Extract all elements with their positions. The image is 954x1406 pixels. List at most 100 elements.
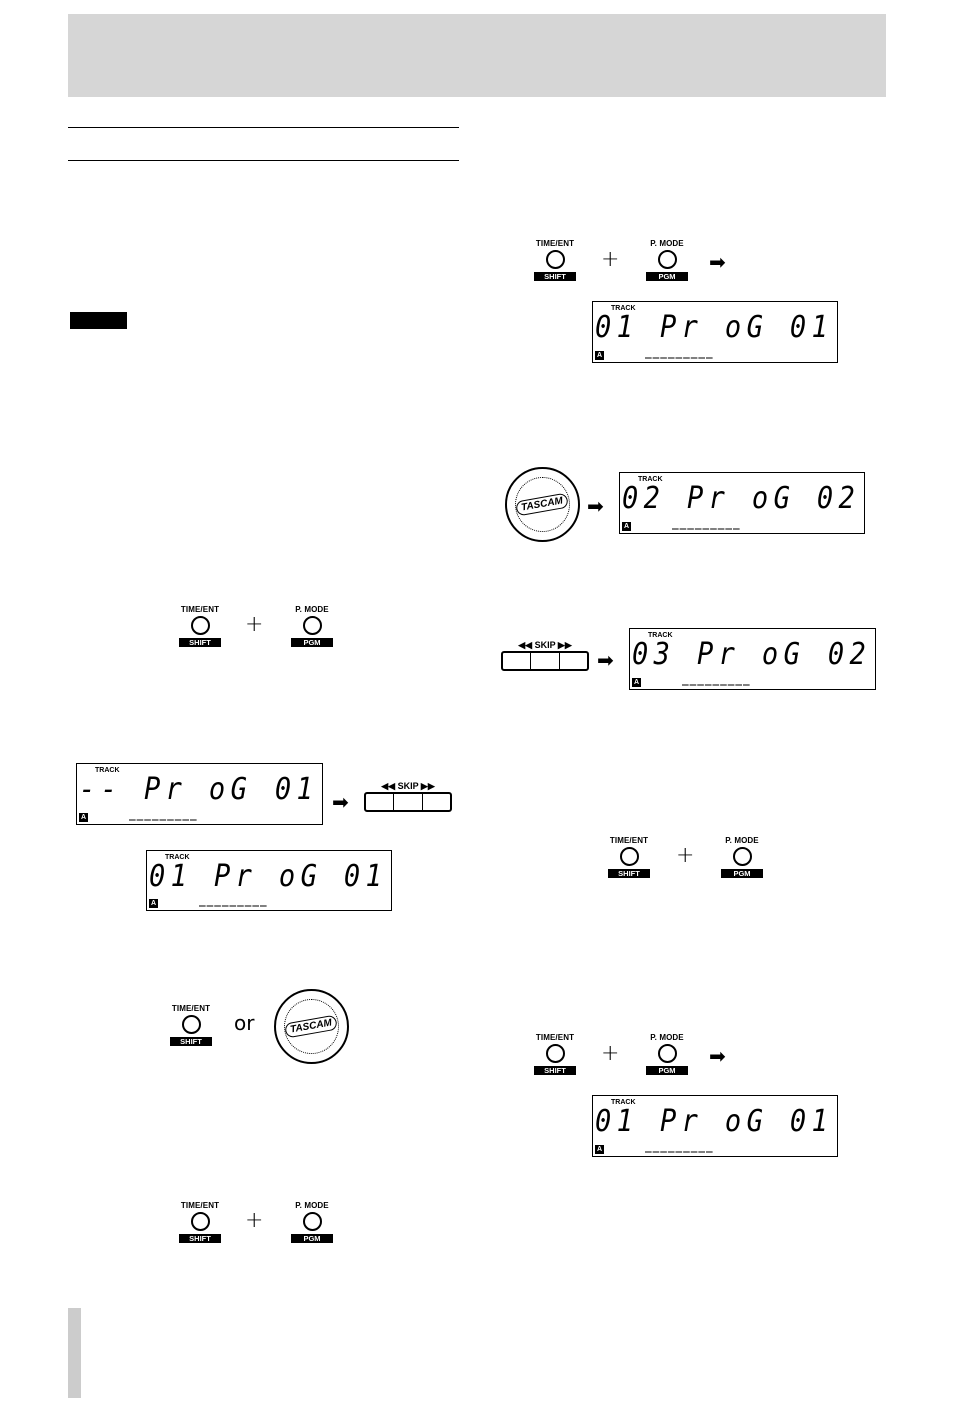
time-ent-key[interactable]: TIME/ENT SHIFT [531, 1033, 579, 1075]
header-band [68, 14, 886, 97]
pmode-key[interactable]: P. MODE PGM [643, 1033, 691, 1075]
time-ent-button[interactable] [190, 616, 210, 635]
shift-tag: SHIFT [179, 638, 221, 647]
lcd-bars: _________ [682, 673, 751, 686]
jog-wheel-ring: TASCAM [283, 998, 340, 1055]
pmode-button[interactable] [732, 847, 752, 866]
lcd-number: 01 [789, 310, 833, 345]
arrow-icon: ➡ [332, 790, 349, 814]
section-rule-top [68, 127, 459, 128]
lcd-a-indicator: A [632, 678, 641, 687]
lcd-number: 02 [827, 637, 871, 672]
or-word: or [234, 1011, 255, 1035]
time-ent-label: TIME/ENT [180, 605, 220, 614]
skip-buttons[interactable] [501, 651, 589, 671]
tascam-logo: TASCAM [515, 492, 570, 517]
lcd-track-label: TRACK [611, 1099, 636, 1106]
lcd-main-text: 01 Pr oG [595, 1104, 769, 1139]
plus-sign: + [601, 1041, 620, 1066]
jog-wheel[interactable]: TASCAM [274, 989, 349, 1064]
time-ent-key[interactable]: TIME/ENT SHIFT [176, 1201, 224, 1243]
lcd-a-indicator: A [149, 899, 158, 908]
lcd-display-2: TRACK 01 Pr oG 01 A _________ [146, 850, 392, 911]
lcd-main-text: 01 Pr oG [149, 859, 323, 894]
pgm-tag: PGM [291, 638, 333, 647]
time-ent-key[interactable]: TIME/ENT SHIFT [605, 836, 653, 878]
skip-back-button[interactable] [503, 653, 532, 669]
lcd-track-label: TRACK [648, 632, 673, 639]
skip-mid [531, 653, 560, 669]
pmode-key[interactable]: P. MODE PGM [643, 239, 691, 281]
shift-tag: SHIFT [534, 272, 576, 281]
skip-label: ◀◀ SKIP ▶▶ [381, 781, 435, 791]
lcd-display-3: TRACK 01 Pr oG 01 A _________ [592, 301, 838, 363]
lcd-a-indicator: A [595, 1145, 604, 1154]
pgm-tag: PGM [721, 869, 763, 878]
pmode-label: P. MODE [650, 1033, 684, 1042]
lcd-bars: _________ [129, 808, 198, 821]
lcd-display-1: TRACK -- Pr oG 01 A _________ [76, 763, 323, 825]
time-ent-label: TIME/ENT [609, 836, 649, 845]
lcd-number: 02 [816, 481, 860, 516]
time-ent-label: TIME/ENT [171, 1004, 211, 1013]
plus-sign: + [245, 612, 264, 637]
jog-wheel-ring: TASCAM [514, 476, 571, 533]
time-ent-label: TIME/ENT [535, 1033, 575, 1042]
lcd-a-indicator: A [622, 522, 631, 531]
shift-tag: SHIFT [534, 1066, 576, 1075]
lcd-bars: _________ [645, 346, 714, 359]
skip-forward-button[interactable] [423, 794, 450, 810]
pmode-button[interactable] [657, 1044, 677, 1063]
skip-buttons[interactable] [364, 792, 452, 812]
note-tag [70, 312, 127, 329]
pmode-label: P. MODE [650, 239, 684, 248]
lcd-main-text: 03 Pr oG [632, 637, 806, 672]
shift-tag: SHIFT [170, 1037, 212, 1046]
time-ent-button[interactable] [181, 1015, 201, 1034]
lcd-track-label: TRACK [638, 476, 663, 483]
time-ent-button[interactable] [545, 1044, 565, 1063]
pmode-key[interactable]: P. MODE PGM [718, 836, 766, 878]
lcd-bars: _________ [199, 894, 268, 907]
arrow-icon: ➡ [597, 648, 614, 672]
jog-wheel[interactable]: TASCAM [505, 467, 580, 542]
time-ent-key[interactable]: TIME/ENT SHIFT [176, 605, 224, 647]
lcd-display-5: TRACK 03 Pr oG 02 A _________ [629, 628, 876, 690]
pgm-tag: PGM [646, 1066, 688, 1075]
time-ent-button[interactable] [190, 1212, 210, 1231]
pmode-button[interactable] [302, 616, 322, 635]
lcd-display-4: TRACK 02 Pr oG 02 A _________ [619, 472, 865, 534]
time-ent-label: TIME/ENT [535, 239, 575, 248]
skip-keys[interactable]: ◀◀ SKIP ▶▶ [501, 640, 589, 671]
lcd-main-text: 02 Pr oG [622, 481, 796, 516]
skip-forward-button[interactable] [560, 653, 587, 669]
arrow-icon: ➡ [709, 250, 726, 274]
pmode-button[interactable] [657, 250, 677, 269]
lcd-number: 01 [343, 859, 387, 894]
pmode-label: P. MODE [725, 836, 759, 845]
lcd-main-text: 01 Pr oG [595, 310, 769, 345]
time-ent-button[interactable] [619, 847, 639, 866]
lcd-bars: _________ [672, 517, 741, 530]
lcd-track-label: TRACK [611, 305, 636, 312]
lcd-a-indicator: A [79, 813, 88, 822]
pmode-button[interactable] [302, 1212, 322, 1231]
skip-back-button[interactable] [366, 794, 395, 810]
section-rule-bottom [68, 160, 459, 161]
pgm-tag: PGM [646, 272, 688, 281]
time-ent-key[interactable]: TIME/ENT SHIFT [531, 239, 579, 281]
page-tab [68, 1308, 81, 1398]
time-ent-label: TIME/ENT [180, 1201, 220, 1210]
skip-keys[interactable]: ◀◀ SKIP ▶▶ [364, 781, 452, 812]
pgm-tag: PGM [291, 1234, 333, 1243]
pmode-key[interactable]: P. MODE PGM [288, 605, 336, 647]
shift-tag: SHIFT [179, 1234, 221, 1243]
time-ent-key[interactable]: TIME/ENT SHIFT [167, 1004, 215, 1046]
shift-tag: SHIFT [608, 869, 650, 878]
lcd-number: 01 [274, 772, 318, 807]
pmode-key[interactable]: P. MODE PGM [288, 1201, 336, 1243]
arrow-icon: ➡ [709, 1044, 726, 1068]
lcd-bars: _________ [645, 1140, 714, 1153]
lcd-main-text: -- Pr oG [79, 772, 253, 807]
time-ent-button[interactable] [545, 250, 565, 269]
